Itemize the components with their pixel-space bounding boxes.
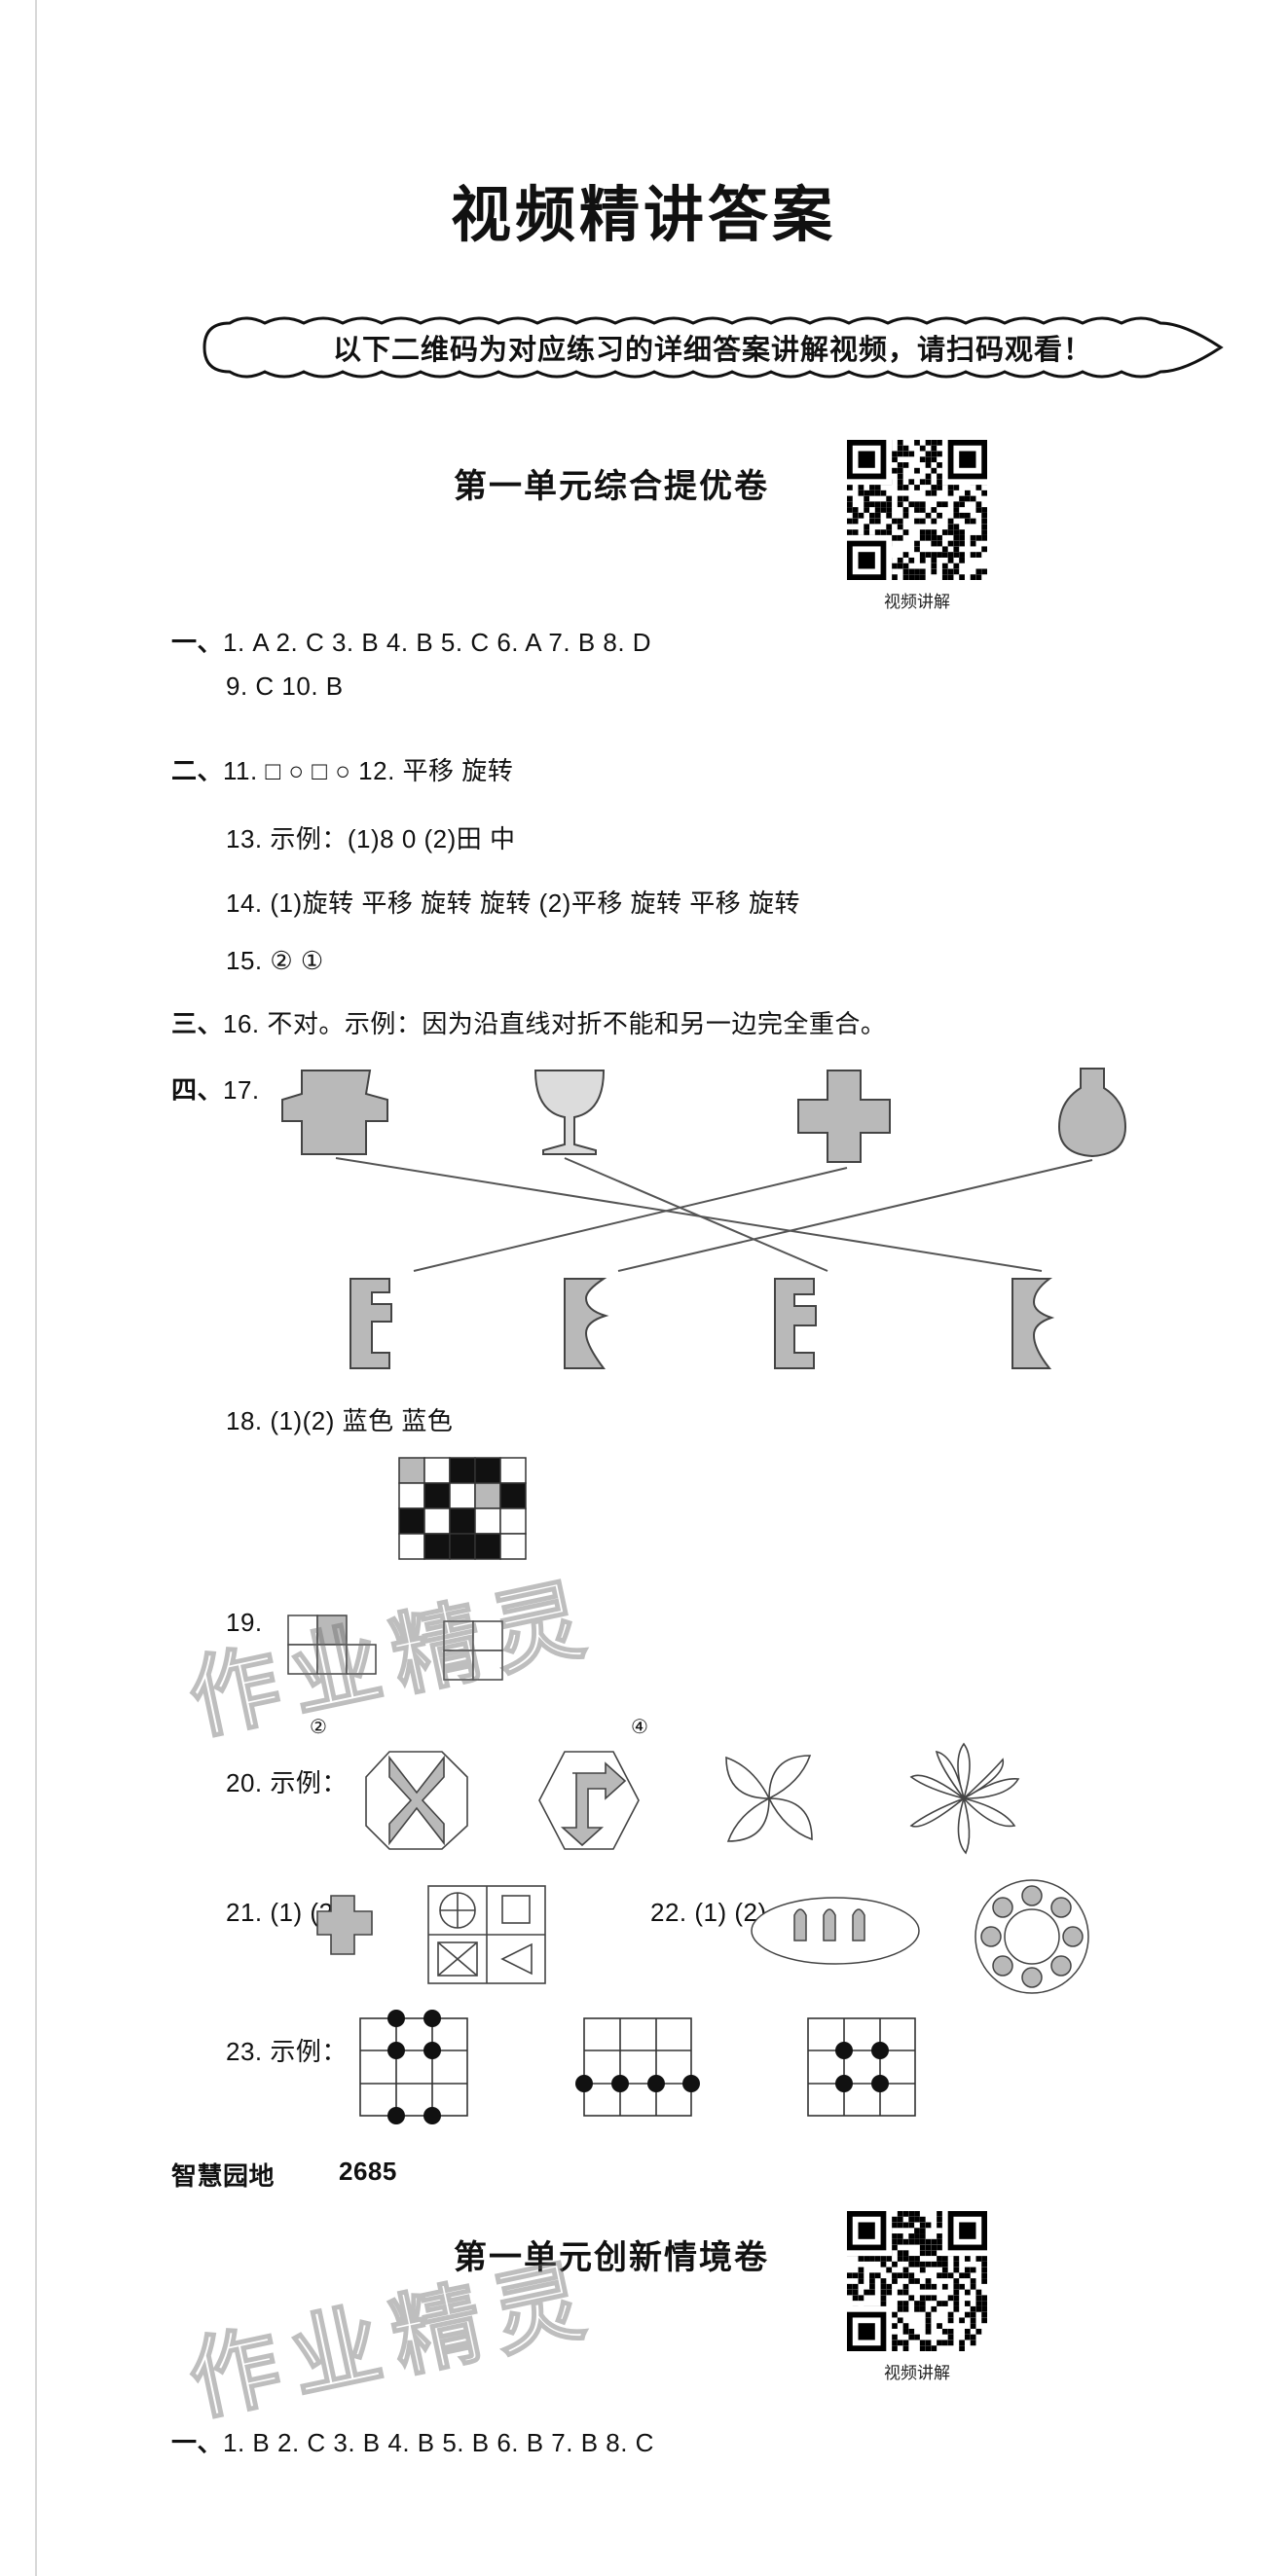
answer-line-1-group: 一、1. A 2. C 3. B 4. B 5. C 6. A 7. B 8. … bbox=[171, 623, 651, 659]
figure-q23 bbox=[350, 2005, 954, 2131]
answer-text-10: 19. bbox=[226, 1608, 263, 1637]
figure-q21 bbox=[312, 1878, 584, 1995]
section-1-heading: 第一单元综合提优卷 bbox=[454, 468, 769, 505]
answer-text-2: 9. C 10. B bbox=[226, 671, 344, 701]
answer-line-8-group: 四、17. bbox=[171, 1070, 260, 1107]
banner-cloud-border bbox=[202, 316, 1224, 379]
figure-q20 bbox=[360, 1738, 1110, 1855]
qr-code-section-2[interactable] bbox=[847, 2211, 987, 2351]
answer-text-s2-1: 1. B 2. C 3. B 4. B 5. B 6. B 7. B 8. C bbox=[223, 2428, 654, 2457]
banner-text: 以下二维码为对应练习的详细答案讲解视频，请扫码观看！ bbox=[332, 335, 1092, 366]
section-2-heading: 第一单元创新情境卷 bbox=[454, 2239, 769, 2276]
answer-text-11: 20. 示例： bbox=[226, 1768, 348, 1797]
answer-text-4: 13. 示例：(1)8 0 (2)田 中 bbox=[226, 824, 516, 853]
answer-line-14: 23. 示例： bbox=[226, 2032, 348, 2068]
group-label-1: 一、 bbox=[171, 628, 224, 657]
answer-text-7: 16. 不对。示例：因为沿直线对折不能和另一边完全重合。 bbox=[223, 1009, 887, 1038]
qr-caption-1: 视频讲解 bbox=[884, 593, 950, 611]
answer-line-10: 19. bbox=[226, 1608, 263, 1638]
figure-q22 bbox=[750, 1876, 1110, 1999]
answer-line-2: 9. C 10. B bbox=[226, 671, 344, 702]
answer-text-1: 1. A 2. C 3. B 4. B 5. C 6. A 7. B 8. D bbox=[223, 628, 652, 657]
answer-line-5: 14. (1)旋转 平移 旋转 旋转 (2)平移 旋转 平移 旋转 bbox=[226, 884, 800, 920]
figure-q19 bbox=[278, 1606, 687, 1732]
answer-line-6: 15. ② ① bbox=[226, 946, 324, 976]
group-label-4: 四、 bbox=[171, 1075, 224, 1105]
notice-banner: 以下二维码为对应练习的详细答案讲解视频，请扫码观看！ bbox=[191, 309, 1234, 385]
figure-q19-label-2: ④ bbox=[631, 1717, 648, 1738]
group-label-3: 三、 bbox=[171, 1009, 224, 1038]
qr-code-section-1[interactable] bbox=[847, 440, 987, 580]
page-title: 视频精讲答案 bbox=[450, 182, 836, 249]
answer-line-9: 18. (1)(2) 蓝色 蓝色 bbox=[226, 1401, 453, 1437]
answer-text-8: 17. bbox=[223, 1075, 260, 1105]
qr-caption-2: 视频讲解 bbox=[884, 2364, 950, 2382]
group-label-2: 二、 bbox=[171, 756, 224, 785]
answer-line-11: 20. 示例： bbox=[226, 1763, 348, 1799]
answer-text-13: 22. (1) (2) bbox=[650, 1898, 767, 1927]
figure-q19-label-1: ② bbox=[310, 1717, 327, 1738]
footer-label: 智慧园地 bbox=[171, 2161, 276, 2191]
figure-q17 bbox=[243, 1061, 1227, 1382]
answer-line-3-group: 二、11. □ ○ □ ○ 12. 平移 旋转 bbox=[171, 751, 513, 787]
answer-line-7-group: 三、16. 不对。示例：因为沿直线对折不能和另一边完全重合。 bbox=[171, 1004, 886, 1040]
answer-line-4: 13. 示例：(1)8 0 (2)田 中 bbox=[226, 819, 516, 855]
footer-value: 2685 bbox=[339, 2157, 397, 2186]
answer-line-s2-1: 一、1. B 2. C 3. B 4. B 5. B 6. B 7. B 8. … bbox=[171, 2423, 654, 2459]
figure-q18 bbox=[380, 1448, 662, 1584]
answer-text-6: 15. ② ① bbox=[226, 946, 324, 975]
binding-edge-line bbox=[35, 0, 37, 2576]
answer-line-13: 22. (1) (2) bbox=[650, 1898, 767, 1928]
answer-text-14: 23. 示例： bbox=[226, 2037, 348, 2066]
answer-text-3: 11. □ ○ □ ○ 12. 平移 旋转 bbox=[223, 756, 514, 785]
answer-text-5: 14. (1)旋转 平移 旋转 旋转 (2)平移 旋转 平移 旋转 bbox=[226, 889, 800, 918]
group-label-s2: 一、 bbox=[171, 2428, 224, 2457]
answer-text-9: 18. (1)(2) 蓝色 蓝色 bbox=[226, 1406, 454, 1435]
